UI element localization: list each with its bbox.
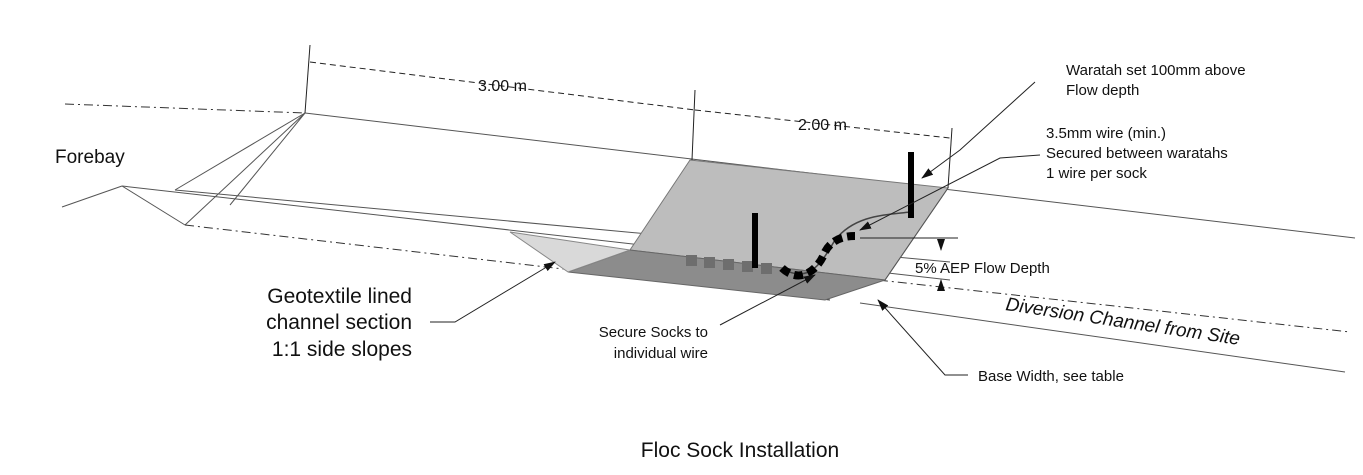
floc-sock — [742, 261, 753, 272]
floc-sock — [723, 259, 734, 270]
floc-socks — [686, 255, 772, 274]
secure-label-line1: Secure Socks to — [599, 324, 708, 341]
secure-label-line2: individual wire — [614, 345, 708, 362]
forebay-label: Forebay — [55, 147, 125, 168]
floc-sock — [761, 263, 772, 274]
base-width-label: Base Width, see table — [978, 368, 1124, 385]
channel-side-slope — [509, 231, 631, 273]
flow-depth-dimension — [860, 237, 958, 291]
diagram-caption: Floc Sock Installation — [641, 439, 839, 462]
waratah-leader — [921, 81, 1036, 179]
flow-depth-label: 5% AEP Flow Depth — [915, 260, 1050, 277]
waratah-label-line2: Flow depth — [1066, 82, 1139, 99]
waratah-label-line1: Waratah set 100mm above — [1066, 62, 1246, 79]
geotextile-leader — [430, 261, 556, 323]
waratah-post — [908, 152, 914, 218]
wire-label-line2: Secured between waratahs — [1046, 145, 1228, 162]
wire-leader — [859, 154, 1041, 231]
floc-sock — [686, 255, 697, 266]
geotextile-label-line3: 1:1 side slopes — [272, 338, 412, 361]
dimension-3m — [304, 44, 696, 161]
floc-sock-curve — [779, 232, 856, 280]
geotextile-label-line2: channel section — [266, 311, 412, 334]
diversion-channel-label: Diversion Channel from Site — [1004, 294, 1241, 350]
secure-leader — [719, 274, 816, 326]
wire-label-line1: 3.5mm wire (min.) — [1046, 125, 1166, 142]
wire-label-line3: 1 wire per sock — [1046, 165, 1147, 182]
dimension-2m-label: 2.00 m — [798, 117, 847, 134]
floc-sock — [704, 257, 715, 268]
dimension-3m-label: 3.00 m — [478, 78, 527, 95]
base-width-leader — [877, 299, 968, 376]
geotextile-label-line1: Geotextile lined — [267, 285, 412, 308]
dimension-2m — [694, 109, 953, 189]
waratah-post — [752, 213, 758, 268]
